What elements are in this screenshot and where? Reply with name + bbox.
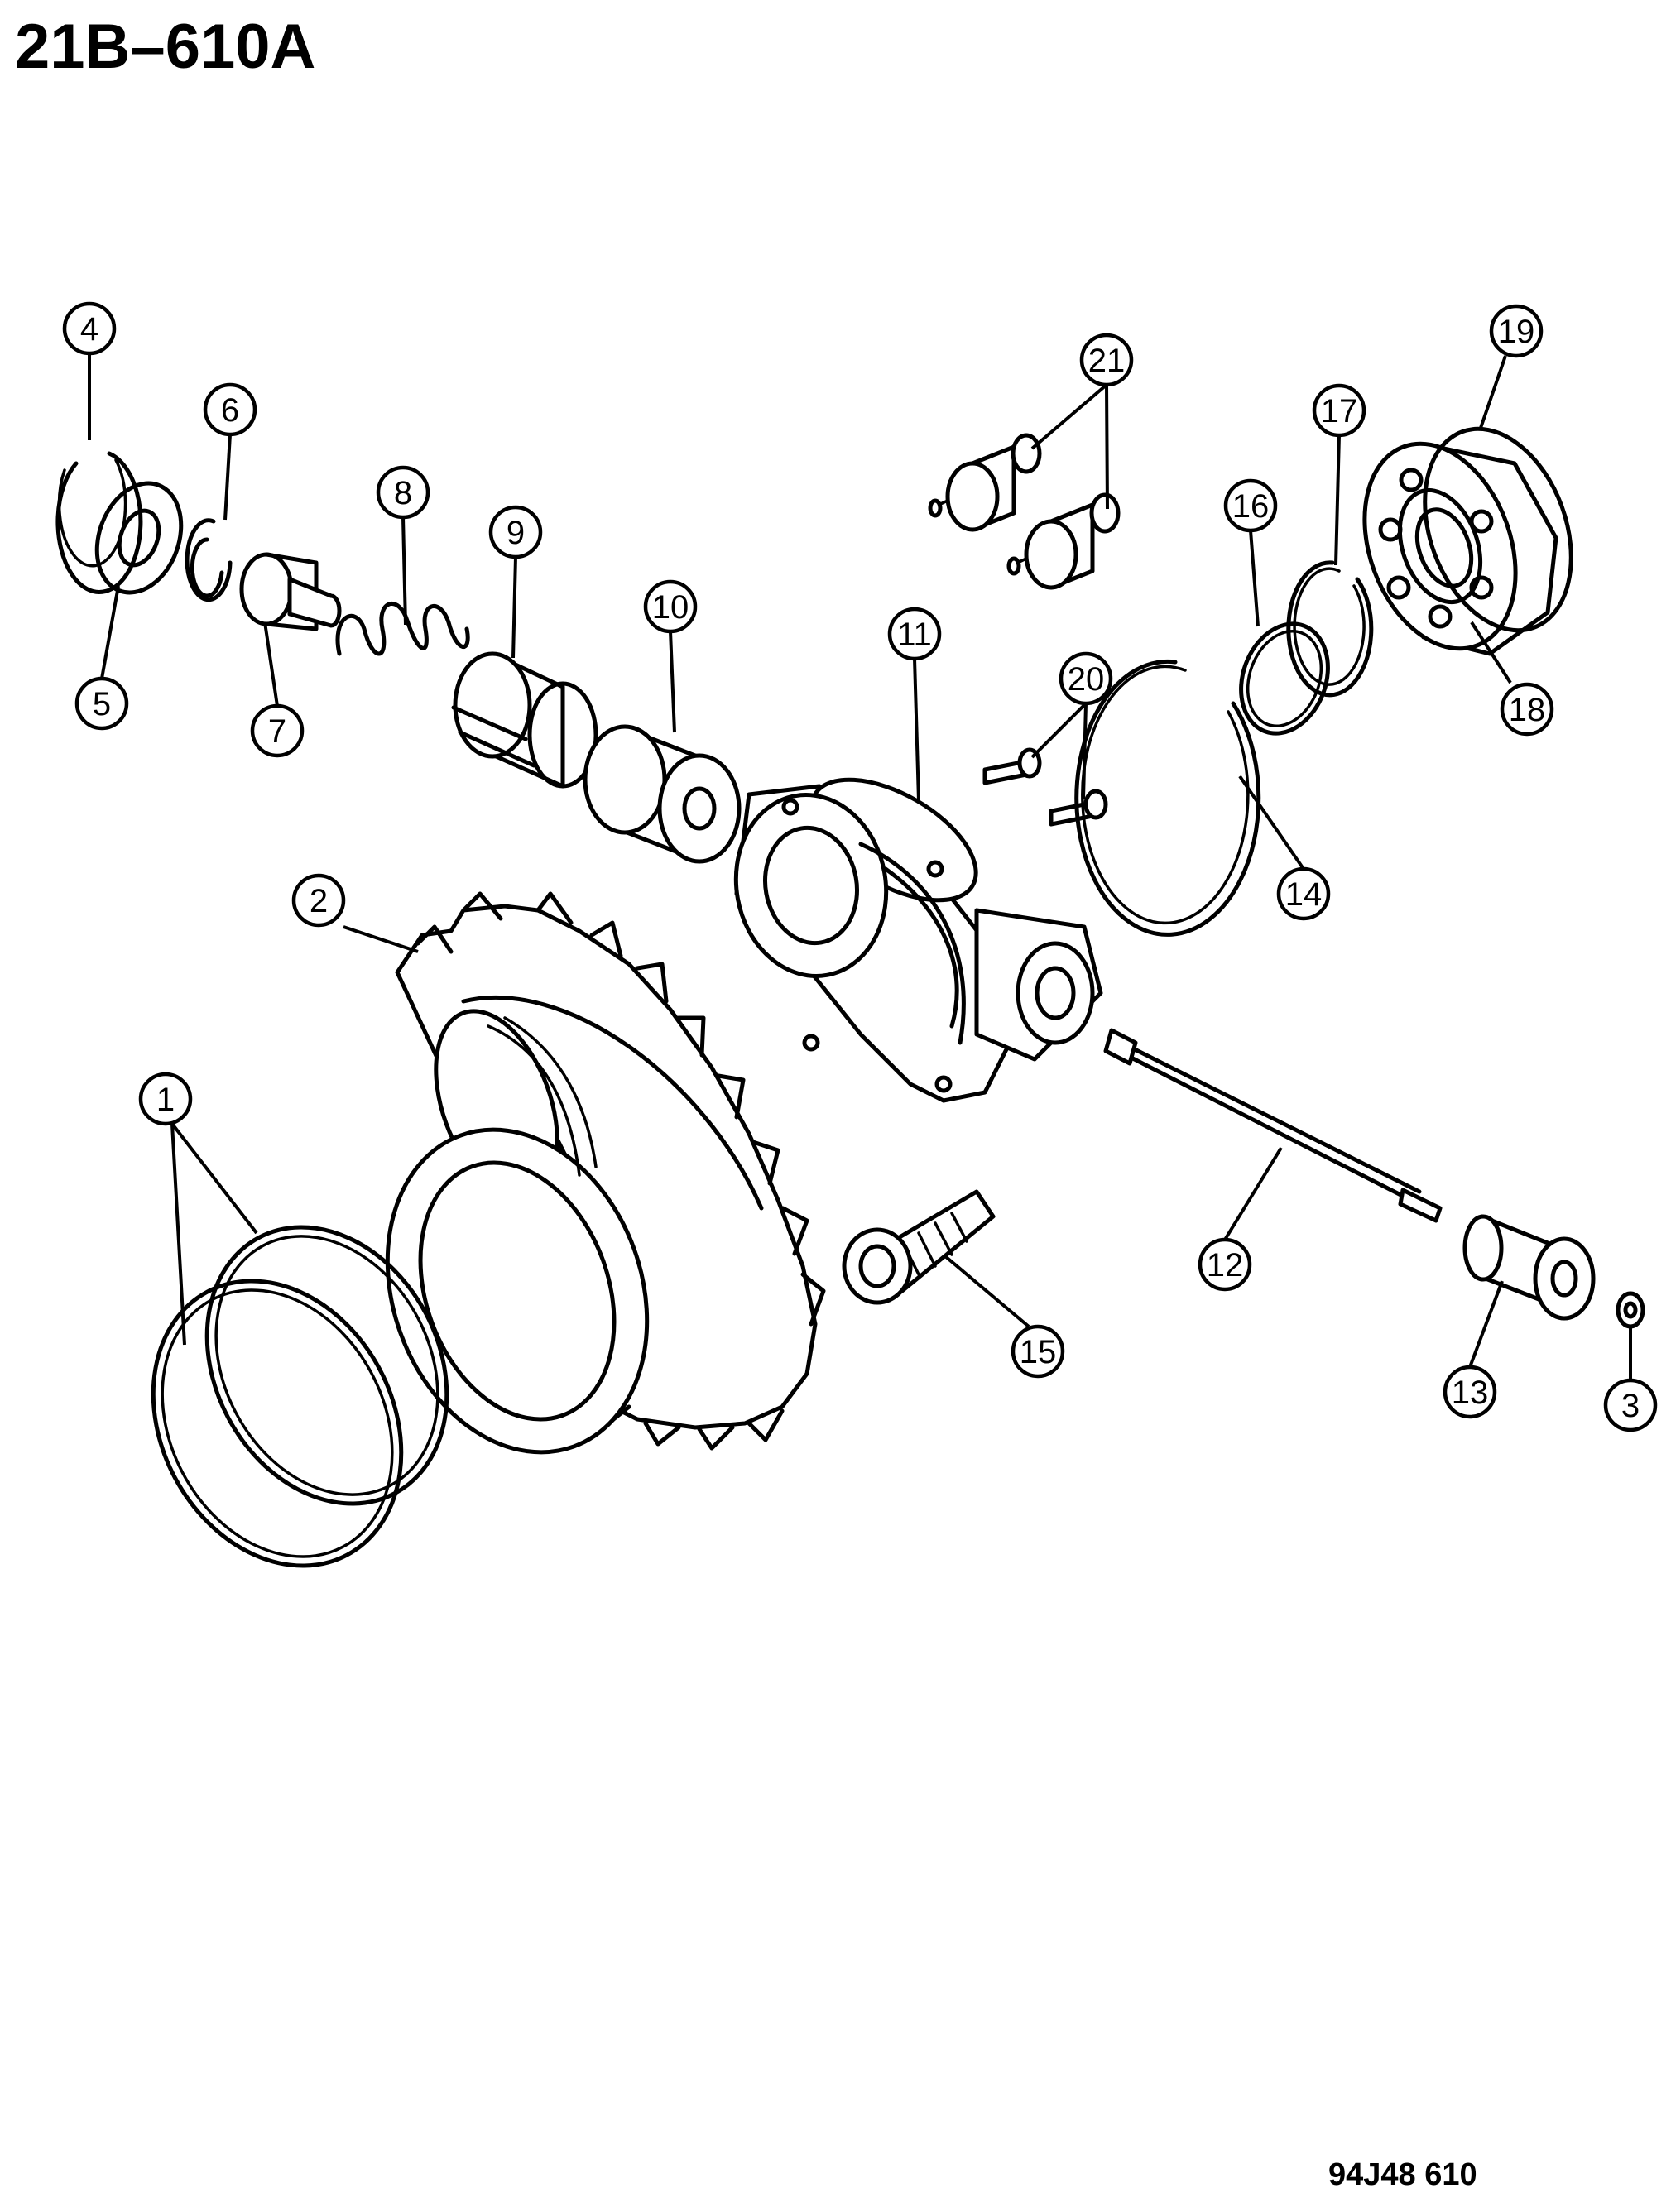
part-19-ring: [1423, 426, 1573, 633]
callout-9: 9: [488, 505, 543, 559]
part-14-snap-ring: [1074, 659, 1261, 937]
part-21-solenoids: [928, 433, 1121, 590]
part-11-valve-body: [733, 777, 1103, 1103]
part-7-piston: [239, 552, 342, 631]
part-20-screws: [982, 747, 1108, 827]
callout-10: 10: [643, 579, 698, 634]
svg-text:6: 6: [221, 392, 239, 429]
svg-text:16: 16: [1232, 488, 1270, 525]
callout-11: 11: [887, 607, 942, 661]
svg-text:4: 4: [80, 311, 98, 348]
callout-21: 21: [1079, 333, 1134, 387]
part-15-filter: [842, 1189, 996, 1305]
callout-6: 6: [203, 382, 257, 437]
svg-text:9: 9: [507, 515, 525, 551]
callout-20: 20: [1059, 651, 1113, 706]
callout-12: 12: [1198, 1237, 1252, 1292]
svg-text:15: 15: [1020, 1334, 1057, 1370]
svg-text:12: 12: [1207, 1247, 1244, 1284]
callout-4: 4: [62, 301, 117, 356]
callout-16: 16: [1223, 478, 1278, 533]
svg-text:17: 17: [1321, 393, 1358, 429]
callout-1: 1: [138, 1072, 193, 1126]
part-9-valve: [451, 651, 598, 789]
svg-text:13: 13: [1452, 1375, 1489, 1411]
callout-15: 15: [1011, 1324, 1065, 1379]
part-2-pump-housing: [385, 891, 826, 1455]
svg-text:10: 10: [652, 589, 689, 626]
part-3-nut: [1616, 1291, 1645, 1329]
part-5-washer: [94, 481, 184, 595]
callout-17: 17: [1312, 383, 1366, 438]
part-17-snap-ring: [1286, 560, 1374, 698]
svg-text:3: 3: [1621, 1388, 1640, 1424]
svg-text:11: 11: [897, 617, 932, 653]
svg-text:21: 21: [1088, 343, 1126, 379]
part-13-fitting: [1462, 1214, 1596, 1321]
callout-5: 5: [74, 676, 129, 731]
callout-14: 14: [1276, 866, 1331, 921]
svg-text:19: 19: [1498, 314, 1535, 350]
part-4-snap-ring: [55, 451, 143, 594]
part-18-bearing: [1362, 441, 1558, 656]
svg-text:5: 5: [93, 686, 111, 722]
svg-text:18: 18: [1509, 692, 1546, 728]
svg-text:14: 14: [1285, 876, 1323, 913]
callout-7: 7: [250, 703, 305, 758]
part-10-sleeve: [583, 724, 742, 864]
leader-lines: [88, 353, 1632, 1380]
part-12-tube: [1103, 1028, 1443, 1223]
svg-text:2: 2: [310, 883, 328, 919]
callout-19: 19: [1489, 304, 1544, 358]
callout-2: 2: [291, 873, 346, 928]
svg-text:20: 20: [1068, 661, 1105, 698]
svg-text:7: 7: [268, 713, 286, 750]
figure-reference: 94J48 610: [1328, 2157, 1477, 2192]
svg-text:1: 1: [156, 1082, 175, 1118]
callout-18: 18: [1500, 682, 1554, 737]
part-1-seal-rings: [151, 1225, 449, 1568]
callout-3: 3: [1603, 1378, 1658, 1432]
part-8-spring: [335, 602, 470, 656]
part-6-clip: [185, 518, 233, 602]
callout-8: 8: [376, 465, 430, 520]
diagram-code: 21B–610A: [15, 12, 315, 82]
callout-13: 13: [1443, 1365, 1497, 1419]
svg-text:8: 8: [394, 475, 412, 511]
